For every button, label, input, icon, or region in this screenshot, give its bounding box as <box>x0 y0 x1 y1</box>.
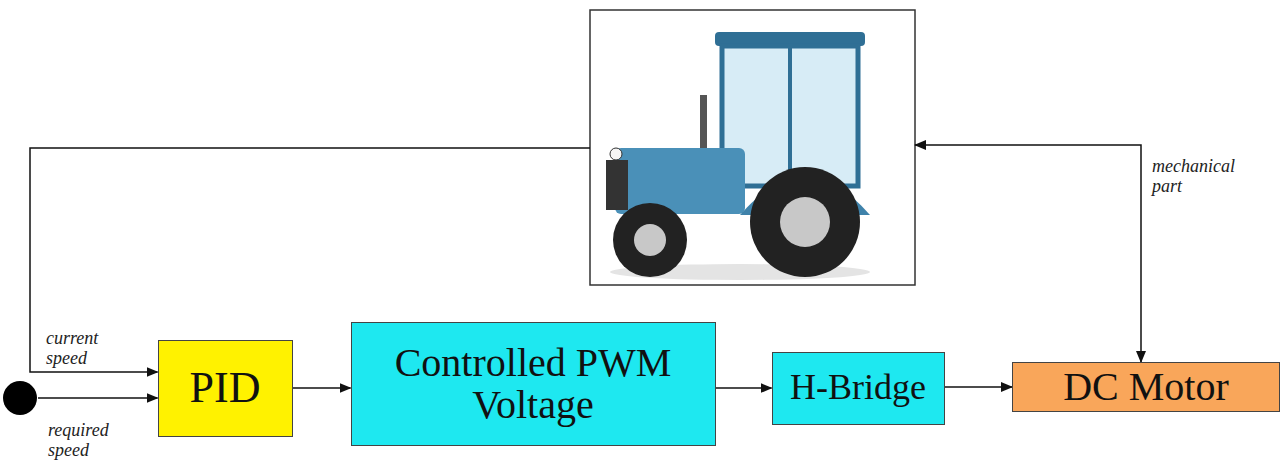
text-group: PID <box>184 365 267 411</box>
grille <box>606 160 628 210</box>
text-group: Controlled PWM Voltage <box>352 342 715 426</box>
signal-arrow <box>945 386 1013 388</box>
box-text: Controlled PWM Voltage <box>352 342 715 426</box>
input-line <box>38 397 158 399</box>
text-group: H-Bridge <box>784 369 932 407</box>
hood <box>615 148 745 214</box>
picture-frame <box>590 10 915 285</box>
cab-pillar <box>788 46 792 186</box>
text-group: DC Motor <box>1057 366 1235 408</box>
signal-label: required speed <box>48 420 122 460</box>
box-text: H-Bridge <box>784 369 932 407</box>
headlight <box>610 148 622 160</box>
exhaust <box>700 95 707 155</box>
box-text: PID <box>184 365 267 411</box>
motor-box: DC Motor <box>1012 362 1280 412</box>
mechanical-link <box>915 145 1141 362</box>
rear-wheel <box>750 167 860 277</box>
hbridge-box: H-Bridge <box>772 352 945 425</box>
pwm-box: Controlled PWM Voltage <box>351 322 716 446</box>
box-text: DC Motor <box>1057 366 1235 408</box>
signal-arrow <box>293 387 351 389</box>
front-hub <box>634 224 666 256</box>
pid-box: PID <box>158 340 293 437</box>
rear-hub <box>780 197 830 247</box>
signal-label: mechanical part <box>1152 156 1242 196</box>
signal-arrow <box>716 387 772 389</box>
front-wheel <box>613 203 687 277</box>
input-dot <box>3 381 37 415</box>
signal-label: current speed <box>46 328 110 368</box>
